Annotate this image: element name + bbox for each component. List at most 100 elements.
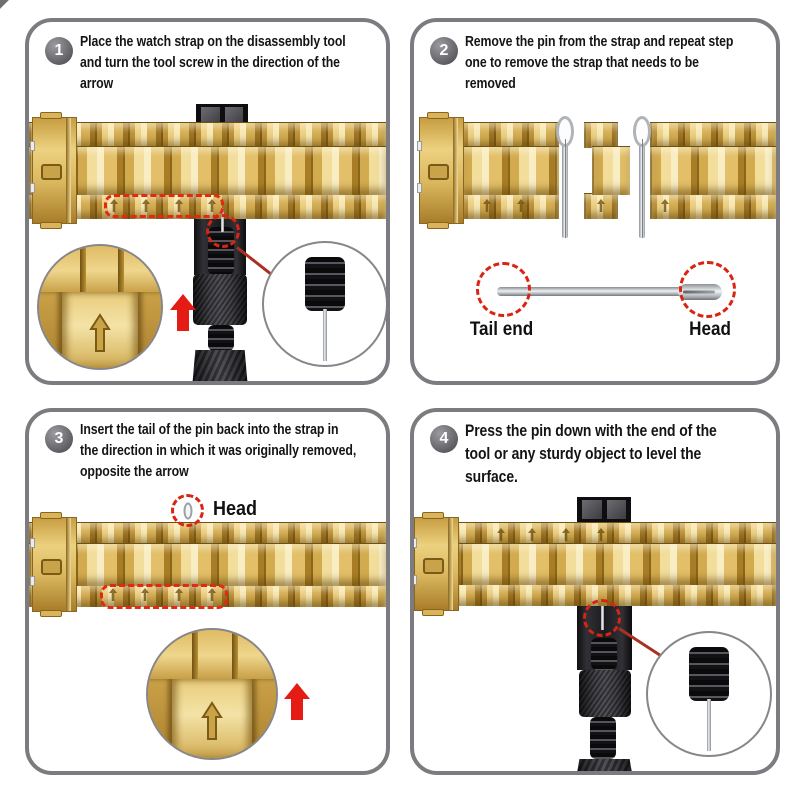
pin-hole-marker <box>208 199 216 212</box>
screw-thread <box>689 647 729 701</box>
link-closeup-side <box>39 292 63 368</box>
head-highlight <box>679 261 736 318</box>
strap-link-row-top <box>29 522 386 545</box>
pin-hole-marker <box>497 528 505 541</box>
pin-hole-marker <box>562 528 570 541</box>
strap-link-row-middle <box>29 543 386 586</box>
strap-link-row-top <box>650 122 776 149</box>
tool-base <box>576 759 633 771</box>
strap-link-row-top <box>584 122 618 149</box>
link-closeup-inset <box>146 628 278 760</box>
screw-pin <box>707 699 711 751</box>
clasp-hinge-pin <box>30 183 35 194</box>
head-label: Head <box>213 498 258 520</box>
strap-clasp <box>30 112 77 229</box>
link-gap-line <box>191 630 198 682</box>
arrow-stamp-icon <box>201 701 223 740</box>
pin-head-tip <box>183 502 192 519</box>
clasp-hinge-pin <box>30 141 35 152</box>
step-instruction-text: Place the watch strap on the disassembly… <box>80 33 346 92</box>
strap-clasp <box>417 112 464 229</box>
clasp-tab <box>40 610 62 617</box>
pin-tip-highlight <box>583 599 621 637</box>
step-instruction-text: Insert the tail of the pin back into the… <box>80 421 357 480</box>
pin-hole-marker <box>141 588 149 601</box>
strap-piece-middle <box>582 122 630 219</box>
step-panel-4: 4 Press the pin down with the end of the… <box>410 408 780 775</box>
clasp-tab <box>40 112 62 119</box>
pin-tip-highlight <box>206 214 240 248</box>
strap-link-row-middle <box>650 146 776 195</box>
step-panel-3: 3 Insert the tail of the pin back into t… <box>25 408 390 775</box>
pin-hole-marker <box>597 199 605 212</box>
insert-direction-arrow <box>284 683 310 721</box>
step-panel-2: 2 Remove the pin from the strap and repe… <box>410 18 780 385</box>
screw-pin <box>323 309 327 361</box>
link-gap-line <box>80 246 87 295</box>
clasp-tab <box>40 222 62 229</box>
link-closeup-center <box>62 292 138 368</box>
strap-piece-left <box>417 112 559 229</box>
removed-pin <box>639 139 645 238</box>
tool-jaw-facet <box>582 500 602 519</box>
clasp-hinge-pin <box>414 575 417 586</box>
clasp-hinge-pin <box>417 141 422 152</box>
strap-clasp <box>30 512 77 617</box>
strap-link-row-middle <box>592 146 630 195</box>
link-closeup-center <box>172 678 252 758</box>
tool-top-jaw <box>577 497 631 522</box>
link-gap-line <box>231 630 238 682</box>
tool-jaw-facet <box>606 500 626 519</box>
removed-pin <box>562 139 568 238</box>
watch-strap <box>29 112 386 229</box>
link-closeup-upper-band <box>39 246 161 295</box>
strap-links <box>461 122 559 219</box>
strap-links <box>29 122 386 219</box>
pin-hole-marker <box>597 528 605 541</box>
pin-hole-marker <box>483 199 491 212</box>
tool-adjuster-nut <box>579 670 631 717</box>
corner-artifact <box>0 0 14 13</box>
link-closeup-side <box>251 678 276 758</box>
step-instruction-text: Remove the pin from the strap and repeat… <box>465 33 734 92</box>
screw-closeup-inset <box>646 631 772 757</box>
pin-hole-marker <box>661 199 669 212</box>
tail-end-label: Tail end <box>469 319 534 340</box>
step-number-badge: 3 <box>45 425 73 453</box>
step-number-badge: 1 <box>45 37 73 65</box>
strap-link-row-middle <box>414 543 776 585</box>
watch-strap <box>29 512 386 617</box>
tool-adjuster-nut <box>193 274 247 325</box>
link-gap-line <box>118 246 125 295</box>
pin-head-highlight <box>171 494 204 527</box>
tool-jaw-facet <box>201 107 220 125</box>
head-label: Head <box>689 319 731 340</box>
strap-link-row-top <box>414 522 776 545</box>
tool-lower-screw <box>590 717 616 759</box>
clasp-hinge-pin <box>30 575 35 586</box>
pin-hole-marker <box>208 588 216 601</box>
strap-piece-right <box>650 122 776 219</box>
tool-lower-screw <box>208 325 234 351</box>
pin-hole-marker <box>110 199 118 212</box>
strap-link-row-bottom <box>650 192 776 219</box>
step-number-badge: 4 <box>430 425 458 453</box>
clasp-tab <box>427 112 449 119</box>
clasp-tab <box>40 512 62 519</box>
tail-end-highlight <box>476 262 531 317</box>
clasp-hinge-pin <box>417 183 422 194</box>
step-number-badge: 2 <box>430 37 458 65</box>
pin-hole-marker <box>517 199 525 212</box>
pin-hole-marker <box>528 528 536 541</box>
clasp-hinge-pin <box>414 538 417 549</box>
tool-base <box>192 350 248 381</box>
strap-link-row-middle <box>29 146 386 195</box>
clasp-tab <box>422 512 444 519</box>
pin-holes-highlight <box>100 584 228 609</box>
tool-screw-thread <box>591 638 617 670</box>
pin-shaft <box>497 287 683 296</box>
tool-jaw-facet <box>224 107 243 125</box>
strap-links <box>582 122 630 219</box>
screw-thread <box>305 257 345 311</box>
strap-clasp <box>414 512 459 616</box>
